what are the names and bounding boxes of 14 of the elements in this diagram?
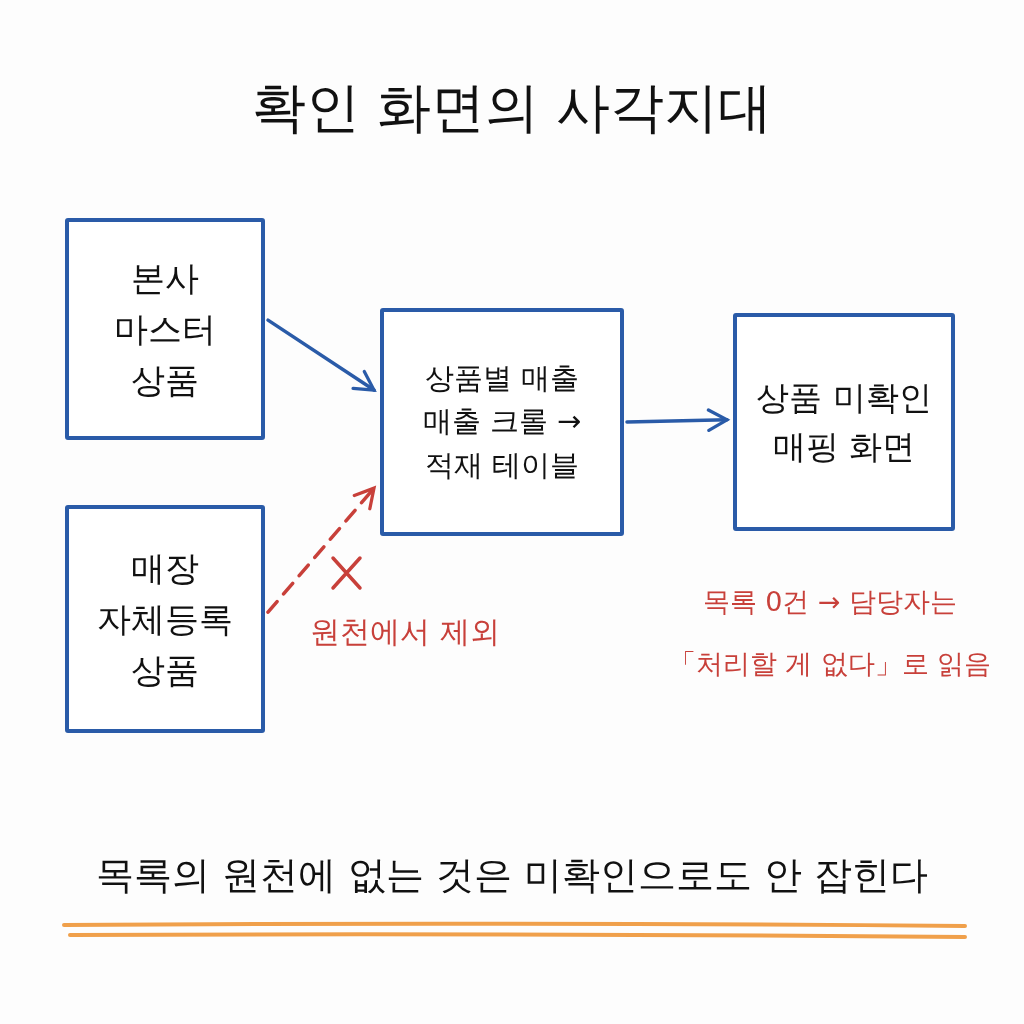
box-label: 본사 마스터 상품 <box>113 256 217 402</box>
dashed-arrow <box>266 486 376 614</box>
diagram-title: 확인 화면의 사각지대 <box>250 75 774 141</box>
process-box <box>380 308 624 536</box>
process-box <box>65 218 265 440</box>
box-label: 상품 미확인 매핑 화면 <box>755 376 933 468</box>
box-label: 상품별 매출 매출 크롤 → 적재 테이블 <box>421 359 583 484</box>
summary-text: 목록의 원천에 없는 것은 미확인으로도 안 잡힌다 <box>94 852 930 899</box>
annotation-text: 목록 0건 → 담당자는 「처리할 게 없다」로 읽음 <box>667 585 993 682</box>
box-label: 매장 자체등록 상품 <box>96 546 234 692</box>
arrow <box>625 408 729 433</box>
process-box <box>65 505 265 733</box>
process-box <box>733 313 955 531</box>
arrow <box>266 318 376 392</box>
